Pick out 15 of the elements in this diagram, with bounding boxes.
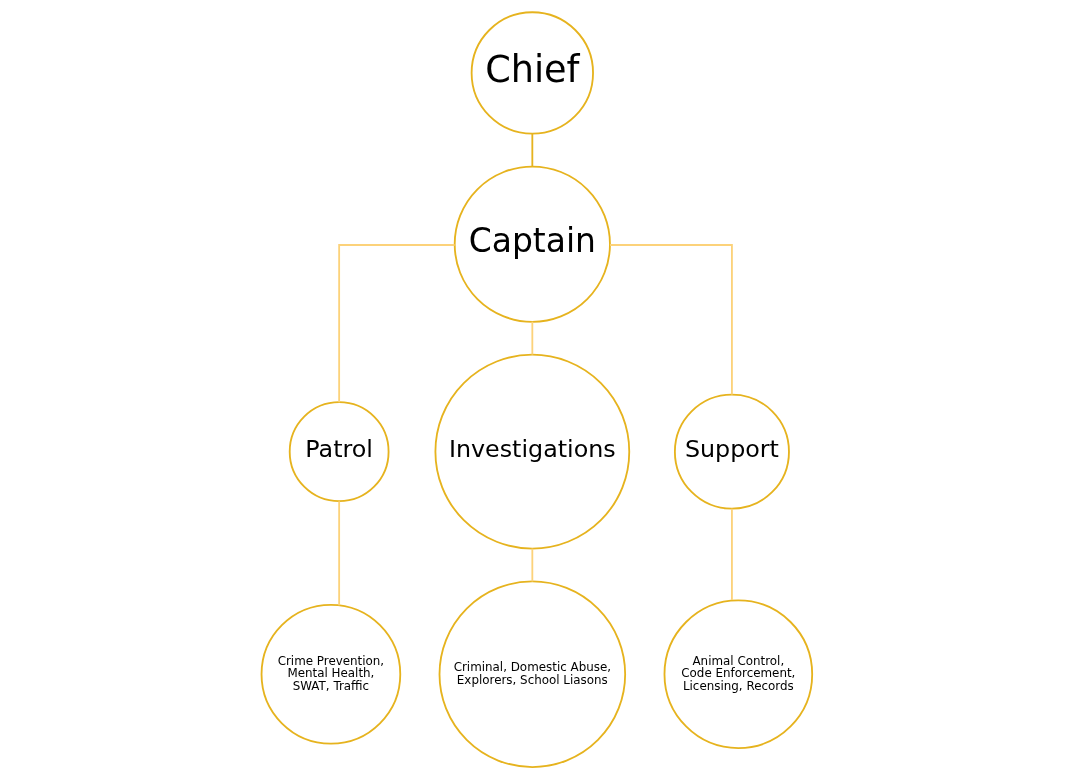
connector <box>530 132 533 168</box>
node-circle: Patrol <box>288 401 389 502</box>
node-circle: Criminal, Domestic Abuse, Explorers, School Liasons <box>438 580 626 768</box>
connector <box>337 500 340 607</box>
node-circle: Chief <box>470 11 594 135</box>
node-circle: Investigations <box>434 353 630 550</box>
connector <box>337 244 455 404</box>
connector <box>530 320 533 356</box>
connector <box>530 547 533 583</box>
node-circle: Captain <box>453 165 611 323</box>
connector <box>730 507 733 601</box>
node-circle: Animal Control, Code Enforcement, Licensing, Records <box>663 599 813 749</box>
node-circle: Support <box>673 393 790 510</box>
connector <box>608 244 733 396</box>
node-circle: Crime Prevention, Mental Health, SWAT, Traffic <box>260 603 401 745</box>
